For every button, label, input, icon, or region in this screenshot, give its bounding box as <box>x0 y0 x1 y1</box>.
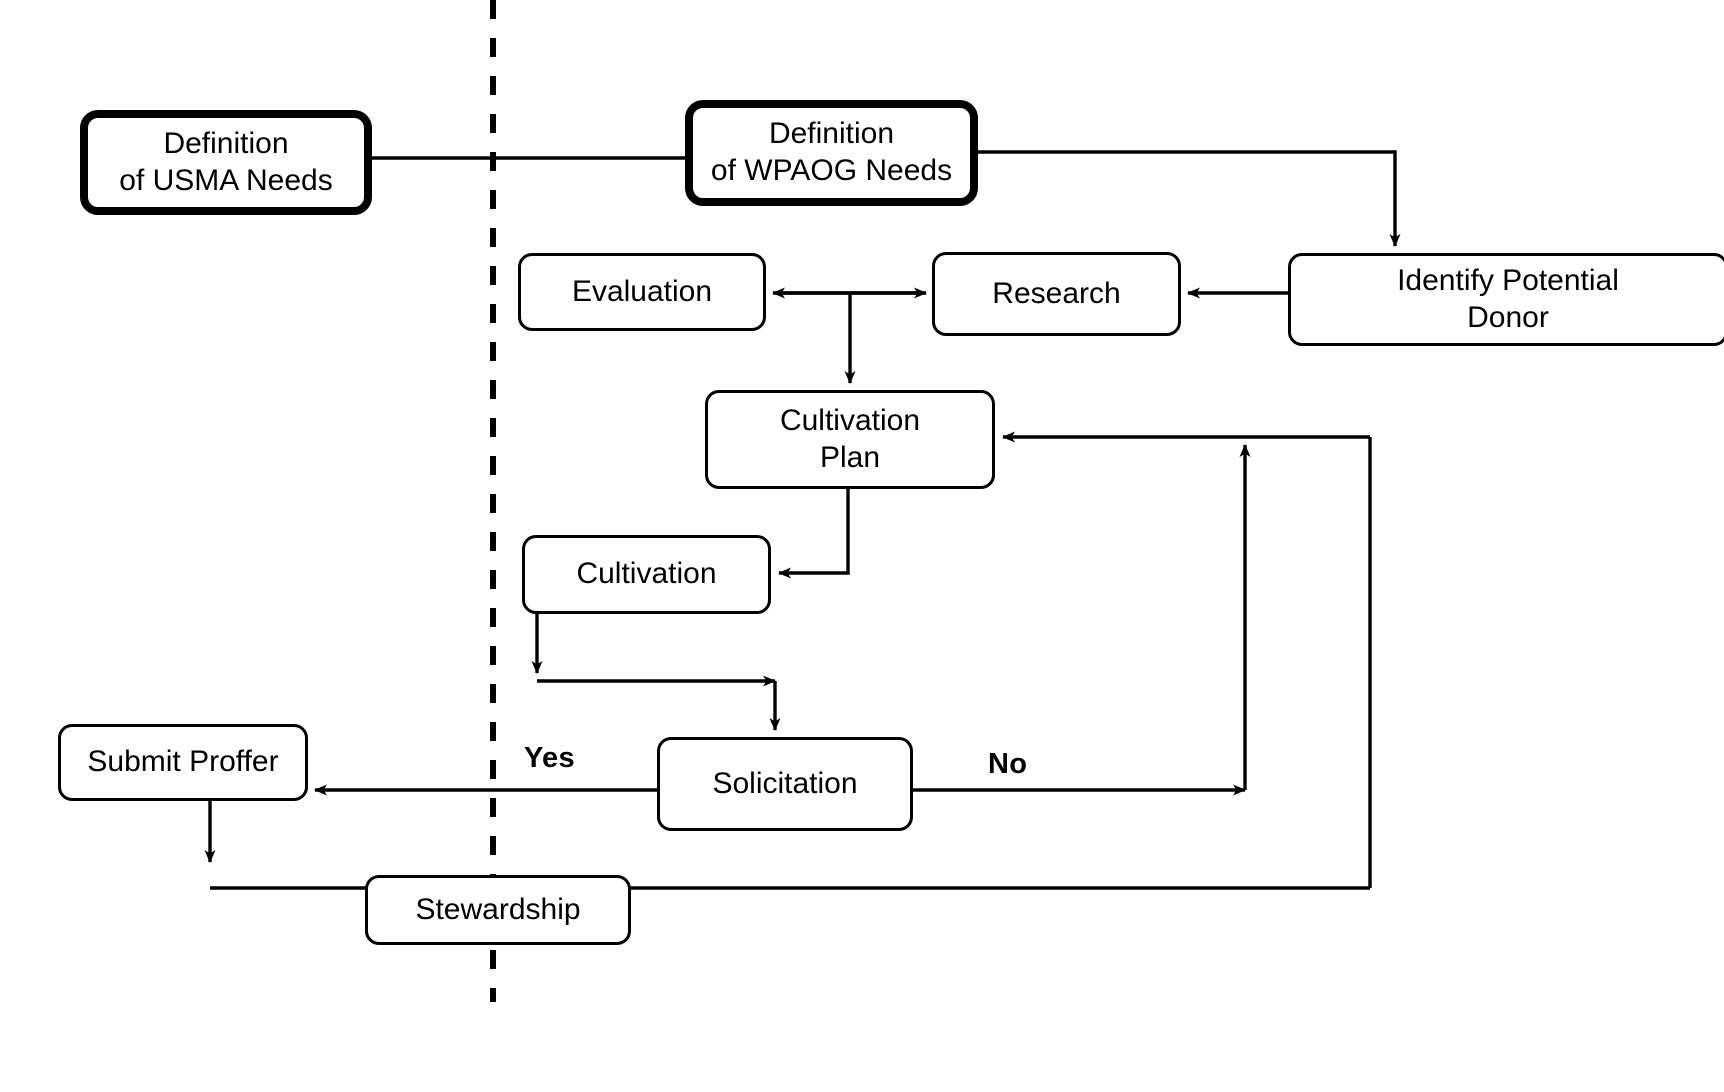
node-label: Solicitation <box>712 766 858 800</box>
node-evaluation[interactable]: Evaluation <box>518 253 766 331</box>
node-submit-proffer[interactable]: Submit Proffer <box>58 724 308 801</box>
node-definition-of-wpaog-needs[interactable]: Definition of WPAOG Needs <box>685 100 978 206</box>
node-cultivation-plan[interactable]: Cultivation Plan <box>705 390 995 489</box>
node-stewardship[interactable]: Stewardship <box>365 875 631 945</box>
node-label: Identify Potential Donor <box>1397 263 1619 334</box>
node-label: Definition of WPAOG Needs <box>710 117 953 187</box>
node-definition-of-usma-needs[interactable]: Definition of USMA Needs <box>80 110 372 215</box>
node-research[interactable]: Research <box>932 252 1181 336</box>
node-label: Cultivation Plan <box>779 403 921 474</box>
edge-wpaog-to-identify <box>978 150 1401 247</box>
node-label: Research <box>992 276 1121 310</box>
edge-label-yes: Yes <box>524 742 575 774</box>
edge-label-no: No <box>988 748 1028 780</box>
node-label: Stewardship <box>415 892 581 926</box>
node-identify-potential-donor[interactable]: Identify Potential Donor <box>1288 253 1724 346</box>
node-label: Cultivation <box>576 557 717 591</box>
node-cultivation[interactable]: Cultivation <box>522 535 771 614</box>
node-solicitation[interactable]: Solicitation <box>657 737 913 831</box>
edge-cultivation-plan-to-cultivation <box>778 489 850 579</box>
node-label: Definition of USMA Needs <box>119 126 333 197</box>
node-label: Submit Proffer <box>87 745 279 779</box>
node-label: Evaluation <box>571 274 713 308</box>
